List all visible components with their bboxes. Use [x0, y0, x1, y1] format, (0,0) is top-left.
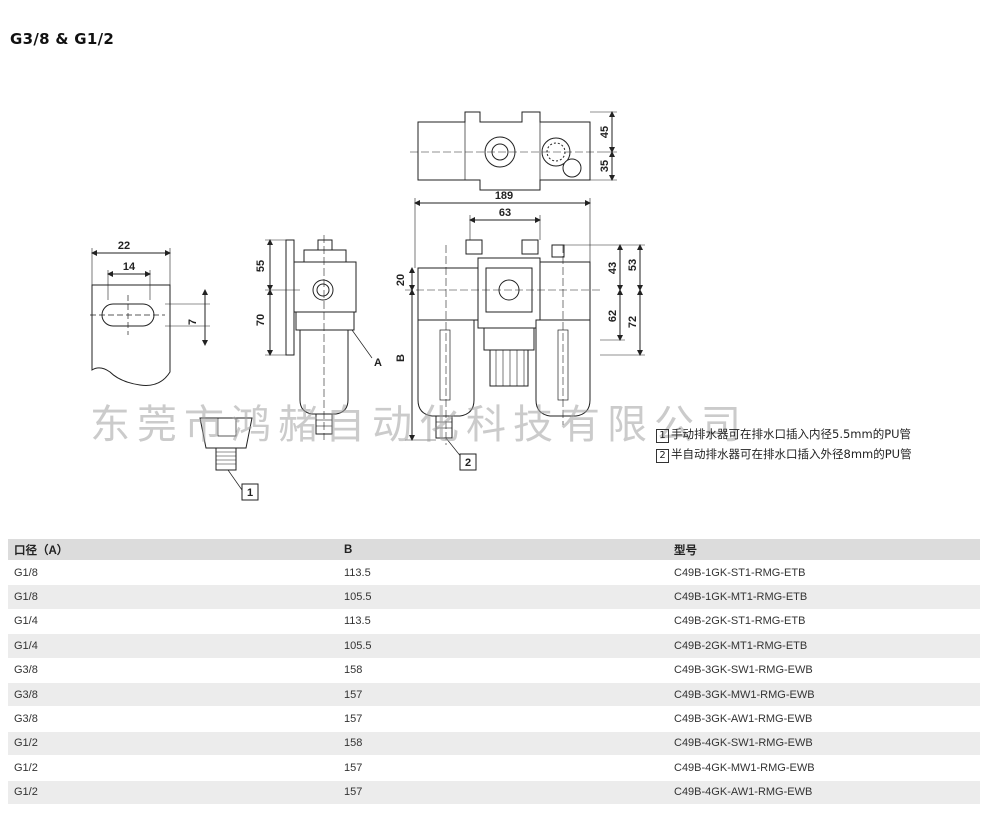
- cell-model: C49B-2GK-ST1-RMG-ETB: [668, 608, 980, 634]
- table-row: G3/8 157 C49B-3GK-MW1-RMG-EWB: [8, 681, 980, 707]
- callout-1: 1: [247, 487, 253, 499]
- cell-b: 113.5: [338, 608, 668, 634]
- table-row: G1/4 105.5 C49B-2GK-MT1-RMG-ETB: [8, 633, 980, 659]
- cell-b: 158: [338, 730, 668, 756]
- cell-model: C49B-3GK-MW1-RMG-EWB: [668, 681, 980, 707]
- technical-drawing: 22 14 7 55 70 A 45 35 189 63 20 B 43 53 …: [90, 111, 645, 501]
- dim-7: 7: [187, 319, 199, 325]
- cell-b: 157: [338, 755, 668, 781]
- note-1-text: 手动排水器可在排水口插入内径5.5mm的PU管: [671, 427, 912, 441]
- cell-port: G1/4: [8, 633, 338, 659]
- dim-22: 22: [118, 240, 130, 252]
- table-row: G1/4 113.5 C49B-2GK-ST1-RMG-ETB: [8, 608, 980, 634]
- cell-b: 157: [338, 706, 668, 732]
- table-row: G1/8 113.5 C49B-1GK-ST1-RMG-ETB: [8, 559, 980, 585]
- cell-port: G3/8: [8, 657, 338, 683]
- dim-70: 70: [255, 314, 267, 326]
- dim-53: 53: [627, 259, 639, 271]
- manual-drain-detail: [199, 417, 259, 501]
- cell-port: G1/8: [8, 584, 338, 610]
- dim-35: 35: [599, 160, 611, 172]
- cell-model: C49B-2GK-MT1-RMG-ETB: [668, 633, 980, 659]
- cell-model: C49B-1GK-ST1-RMG-ETB: [668, 559, 980, 585]
- note-2-number: 2: [656, 449, 669, 463]
- cell-model: C49B-3GK-AW1-RMG-EWB: [668, 706, 980, 732]
- side-view: [265, 235, 373, 440]
- cell-b: 113.5: [338, 559, 668, 585]
- cell-port: G3/8: [8, 706, 338, 732]
- cell-model: C49B-4GK-MW1-RMG-EWB: [668, 755, 980, 781]
- dim-45: 45: [599, 126, 611, 138]
- cell-port: G1/2: [8, 730, 338, 756]
- note-2-text: 半自动排水器可在排水口插入外径8mm的PU管: [671, 447, 912, 461]
- callout-2: 2: [465, 457, 471, 469]
- table-row: G3/8 157 C49B-3GK-AW1-RMG-EWB: [8, 706, 980, 732]
- bracket-view: [90, 248, 210, 386]
- page-title: G3/8 & G1/2: [10, 30, 115, 48]
- cell-model: C49B-4GK-AW1-RMG-EWB: [668, 779, 980, 804]
- header-b: B: [338, 539, 668, 561]
- spec-table: 口径（A） B 型号 G1/8 113.5 C49B-1GK-ST1-RMG-E…: [8, 539, 980, 804]
- cell-b: 157: [338, 779, 668, 804]
- cell-port: G1/4: [8, 608, 338, 634]
- cell-b: 157: [338, 681, 668, 707]
- dim-20: 20: [395, 274, 407, 286]
- cell-b: 105.5: [338, 584, 668, 610]
- dim-14: 14: [123, 261, 136, 273]
- top-view: [410, 111, 617, 191]
- label-b: B: [395, 354, 407, 362]
- dim-62: 62: [607, 310, 619, 322]
- cell-b: 105.5: [338, 633, 668, 659]
- header-port-size: 口径（A）: [8, 539, 338, 561]
- cell-model: C49B-4GK-SW1-RMG-EWB: [668, 730, 980, 756]
- label-a: A: [374, 357, 382, 369]
- front-view: [405, 198, 645, 471]
- dim-63: 63: [499, 207, 511, 219]
- cell-model: C49B-3GK-SW1-RMG-EWB: [668, 657, 980, 683]
- header-model: 型号: [668, 539, 980, 561]
- cell-port: G1/8: [8, 559, 338, 585]
- table-row: G1/8 105.5 C49B-1GK-MT1-RMG-ETB: [8, 584, 980, 610]
- dim-189: 189: [495, 190, 513, 202]
- cell-port: G1/2: [8, 779, 338, 804]
- dim-72: 72: [627, 316, 639, 328]
- table-row: G1/2 158 C49B-4GK-SW1-RMG-EWB: [8, 730, 980, 756]
- cell-b: 158: [338, 657, 668, 683]
- table-row: G1/2 157 C49B-4GK-AW1-RMG-EWB: [8, 779, 980, 804]
- cell-model: C49B-1GK-MT1-RMG-ETB: [668, 584, 980, 610]
- table-header-row: 口径（A） B 型号: [8, 539, 980, 561]
- table-row: G3/8 158 C49B-3GK-SW1-RMG-EWB: [8, 657, 980, 683]
- note-1-number: 1: [656, 429, 669, 443]
- table-row: G1/2 157 C49B-4GK-MW1-RMG-EWB: [8, 755, 980, 781]
- dim-43: 43: [607, 262, 619, 274]
- watermark: 东莞市鸿赭自动化科技有限公司: [90, 402, 748, 448]
- cell-port: G3/8: [8, 681, 338, 707]
- dim-55: 55: [255, 260, 267, 272]
- cell-port: G1/2: [8, 755, 338, 781]
